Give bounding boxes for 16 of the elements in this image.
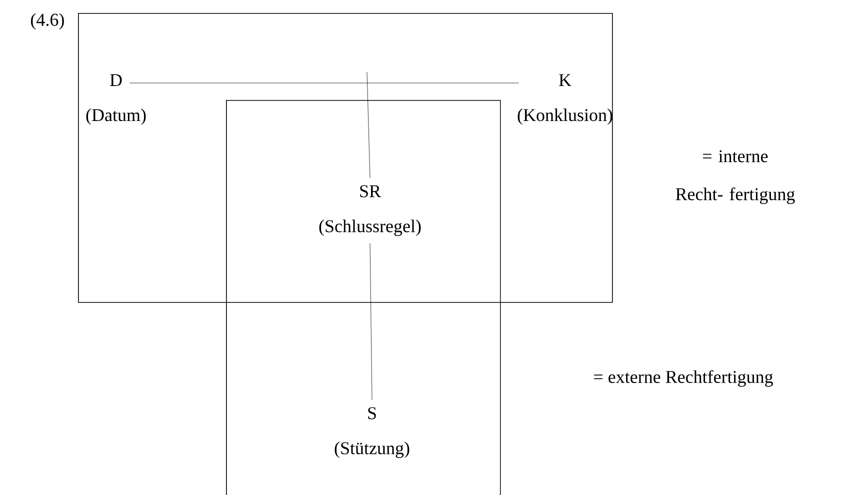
node-text: D [110, 74, 122, 86]
connector-line [366, 72, 370, 178]
side-label: = externe Rechtfertigung [594, 370, 773, 387]
node-text: (Stützung) [334, 442, 410, 458]
figure-number: (4.6) [31, 13, 64, 30]
node-text: (Schlussregel) [319, 220, 421, 236]
node-text: (Datum) [86, 108, 146, 125]
side-label: = interne Recht- fertigung [676, 150, 795, 204]
node-text: K [559, 74, 572, 86]
connector-line [370, 243, 372, 400]
frame-box [78, 13, 613, 303]
node-text: S [368, 407, 376, 420]
node-text: (Konklusion) [518, 108, 612, 125]
frame-box [226, 100, 501, 495]
connector-line [130, 82, 519, 84]
node-text: SR [360, 185, 381, 198]
